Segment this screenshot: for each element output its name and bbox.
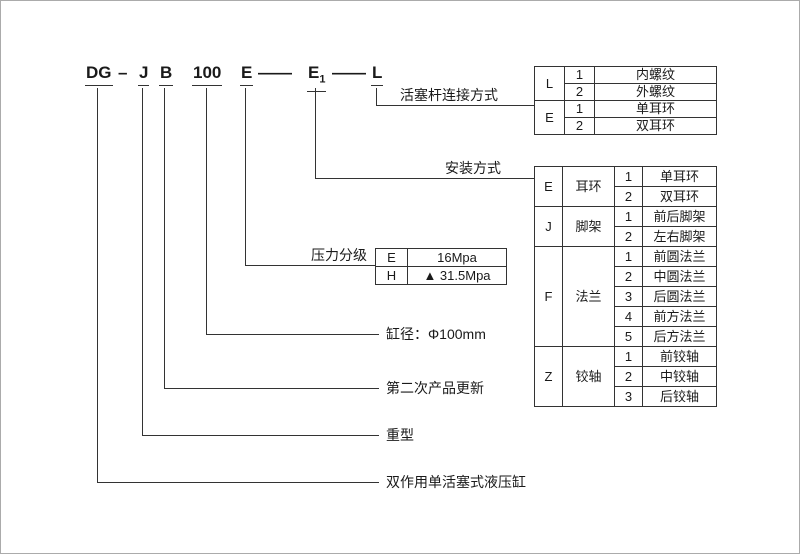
cell-letter: L (534, 66, 565, 101)
cell-num: 2 (614, 226, 643, 247)
cell-num: 2 (614, 266, 643, 287)
code-dash: – (118, 63, 128, 82)
code-segment-bore: 100 (192, 63, 223, 86)
label-heavy-duty: 重型 (386, 427, 414, 443)
connector-vline-l (376, 88, 377, 105)
cell-text: 双耳环 (642, 186, 717, 207)
label-pressure: 压力分级 (311, 247, 367, 263)
cell-num: 3 (614, 286, 643, 307)
code-segment-b: B (159, 63, 174, 86)
cell-name: 脚架 (562, 206, 615, 247)
connector-hline-pressure (245, 265, 375, 266)
cell-text: 前铰轴 (642, 346, 717, 367)
code-e1-subscript: 1 (319, 73, 326, 86)
cell-num: 2 (614, 366, 643, 387)
connector-vline-dg (97, 88, 98, 482)
code-segment-j: J (138, 63, 150, 86)
connector-hline-mount (315, 178, 534, 179)
cell-text: 后铰轴 (642, 386, 717, 407)
cell-name: 法兰 (562, 246, 615, 347)
cell-num: 1 (614, 346, 643, 367)
connector-hline-heavy (142, 435, 379, 436)
cell-num: 2 (614, 186, 643, 207)
cell-letter: Z (534, 346, 563, 407)
cell-value: ▲ 31.5Mpa (407, 266, 507, 285)
connector-vline-bore (206, 88, 207, 334)
cell-num: 2 (564, 83, 595, 101)
cell-letter: E (534, 100, 565, 135)
cell-name: 耳环 (562, 166, 615, 207)
connector-vline-b (164, 88, 165, 388)
code-e1-base: E (308, 63, 320, 82)
cell-text: 内螺纹 (594, 66, 717, 84)
code-long-dash-2: —— (332, 63, 366, 82)
cell-num: 1 (614, 166, 643, 187)
cell-num: 4 (614, 306, 643, 327)
cell-text: 前方法兰 (642, 306, 717, 327)
cell-letter: J (534, 206, 563, 247)
cell-text: 左右脚架 (642, 226, 717, 247)
connector-vline-j (142, 88, 143, 435)
cell-letter: F (534, 246, 563, 347)
label-bore: 缸径：Φ100mm (386, 326, 486, 342)
code-segment-l: L (371, 63, 384, 86)
pressure-grade-table: E 16Mpa H ▲ 31.5Mpa (375, 248, 507, 285)
label-rod-connection: 活塞杆连接方式 (400, 87, 498, 103)
cell-text: 后方法兰 (642, 326, 717, 347)
cell-text: 前圆法兰 (642, 246, 717, 267)
connector-hline-type (97, 482, 379, 483)
rod-connection-table: L 1 内螺纹 2 外螺纹 E 1 单耳环 2 双耳环 (534, 66, 717, 135)
cell-text: 后圆法兰 (642, 286, 717, 307)
cell-num: 1 (614, 206, 643, 227)
mounting-table: E 耳环 1 单耳环 2 双耳环 J 脚架 1 前后脚架 2 左右脚架 F 法兰… (534, 166, 717, 407)
code-segment-e1: E1 (307, 63, 327, 93)
cell-text: 外螺纹 (594, 83, 717, 101)
cell-name: 铰轴 (562, 346, 615, 407)
connector-hline-update (164, 388, 379, 389)
cell-num: 1 (614, 246, 643, 267)
cell-num: 3 (614, 386, 643, 407)
code-segment-dg: DG (85, 63, 113, 86)
connector-hline-rod (376, 105, 534, 106)
cell-text: 前后脚架 (642, 206, 717, 227)
cell-text: 中圆法兰 (642, 266, 717, 287)
cell-letter: E (534, 166, 563, 207)
cell-text: 单耳环 (642, 166, 717, 187)
code-long-dash-1: —— (258, 63, 292, 82)
connector-vline-e (245, 88, 246, 265)
label-second-update: 第二次产品更新 (386, 380, 484, 396)
cell-num: 2 (564, 117, 595, 135)
cell-num: 5 (614, 326, 643, 347)
cell-num: 1 (564, 66, 595, 84)
label-cylinder-type: 双作用单活塞式液压缸 (386, 474, 526, 490)
code-segment-e: E (240, 63, 254, 86)
cell-num: 1 (564, 100, 595, 118)
cell-value: 16Mpa (407, 248, 507, 267)
connector-hline-bore (206, 334, 379, 335)
cell-text: 中铰轴 (642, 366, 717, 387)
label-mounting: 安装方式 (445, 160, 501, 176)
cell-text: 单耳环 (594, 100, 717, 118)
cell-grade: H (375, 266, 408, 285)
cell-grade: E (375, 248, 408, 267)
cell-text: 双耳环 (594, 117, 717, 135)
connector-vline-e1 (315, 88, 316, 178)
